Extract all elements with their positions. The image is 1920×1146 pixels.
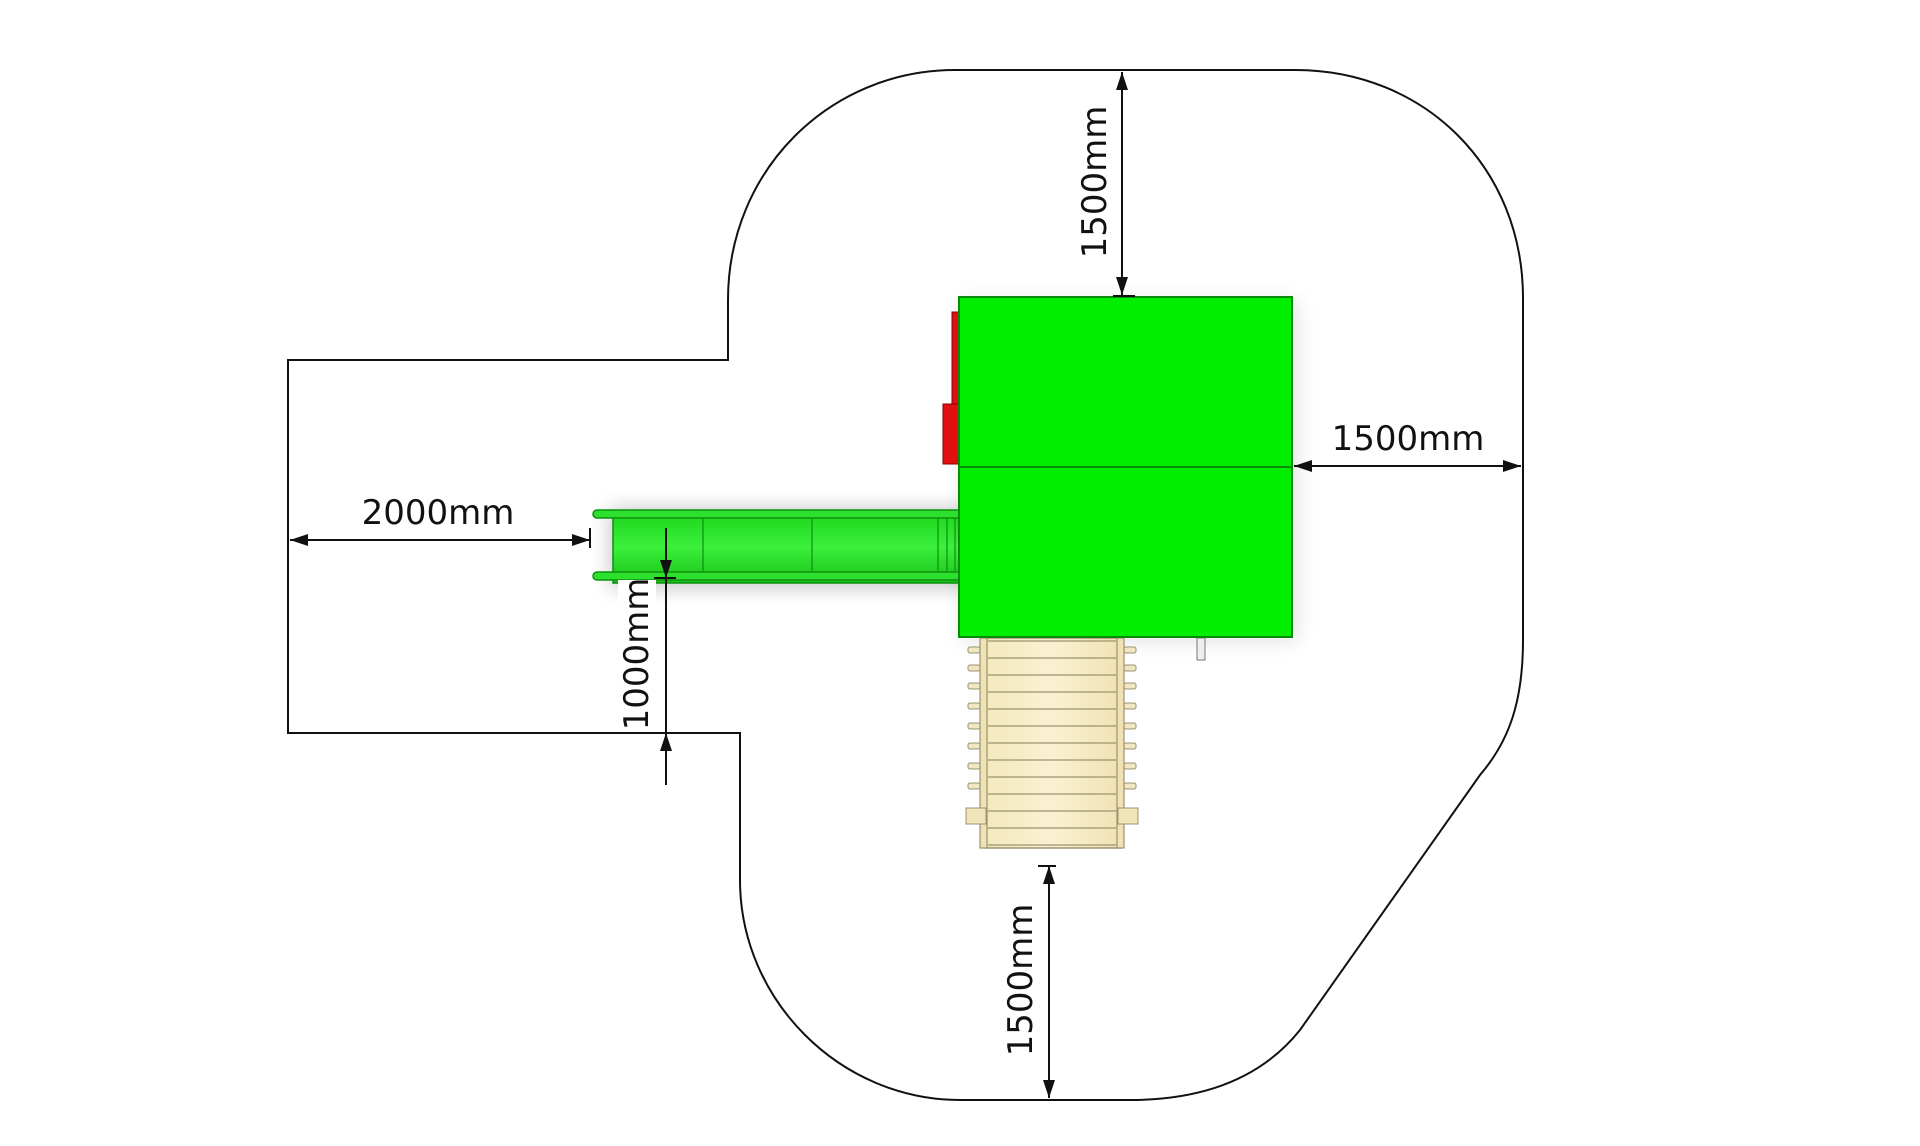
- ladder-peg-right: [1123, 742, 1137, 750]
- label-backdrop: [618, 580, 656, 730]
- slide: [592, 509, 964, 584]
- ladder-foot-right: [1117, 807, 1139, 825]
- ladder-peg-right: [1123, 782, 1137, 790]
- ladder-peg-left: [967, 646, 981, 654]
- dim-label-left: 2000mm: [362, 493, 515, 533]
- dim-label-right: 1500mm: [1332, 419, 1485, 459]
- dim-label-bottom: 1500mm: [1001, 904, 1041, 1057]
- ladder-peg-left: [967, 722, 981, 730]
- platform-post: [1196, 637, 1206, 661]
- ladder-peg-left: [967, 664, 981, 672]
- ladder-peg-right: [1123, 682, 1137, 690]
- slide-rail-top: [592, 509, 964, 519]
- ladder-peg-right: [1123, 702, 1137, 710]
- ladder-peg-left: [967, 742, 981, 750]
- ladder-peg-left: [967, 762, 981, 770]
- ladder-peg-right: [1123, 722, 1137, 730]
- dimension-lines: [290, 72, 1521, 1098]
- ladder-peg-left: [967, 782, 981, 790]
- ladder-peg-right: [1123, 664, 1137, 672]
- ladder-peg-right: [1123, 762, 1137, 770]
- ladder: [965, 637, 1139, 849]
- ladder-peg-left: [967, 682, 981, 690]
- safety-zone-outline: [287, 69, 1524, 1101]
- slide-bed: [612, 510, 962, 584]
- ladder-peg-right: [1123, 646, 1137, 654]
- ladder-peg-left: [967, 702, 981, 710]
- ladder-foot-left: [965, 807, 987, 825]
- dim-label-slide-width: 1000mm: [617, 578, 657, 731]
- dim-label-top: 1500mm: [1075, 106, 1115, 259]
- platform: [958, 296, 1293, 638]
- handle-lower: [942, 403, 960, 465]
